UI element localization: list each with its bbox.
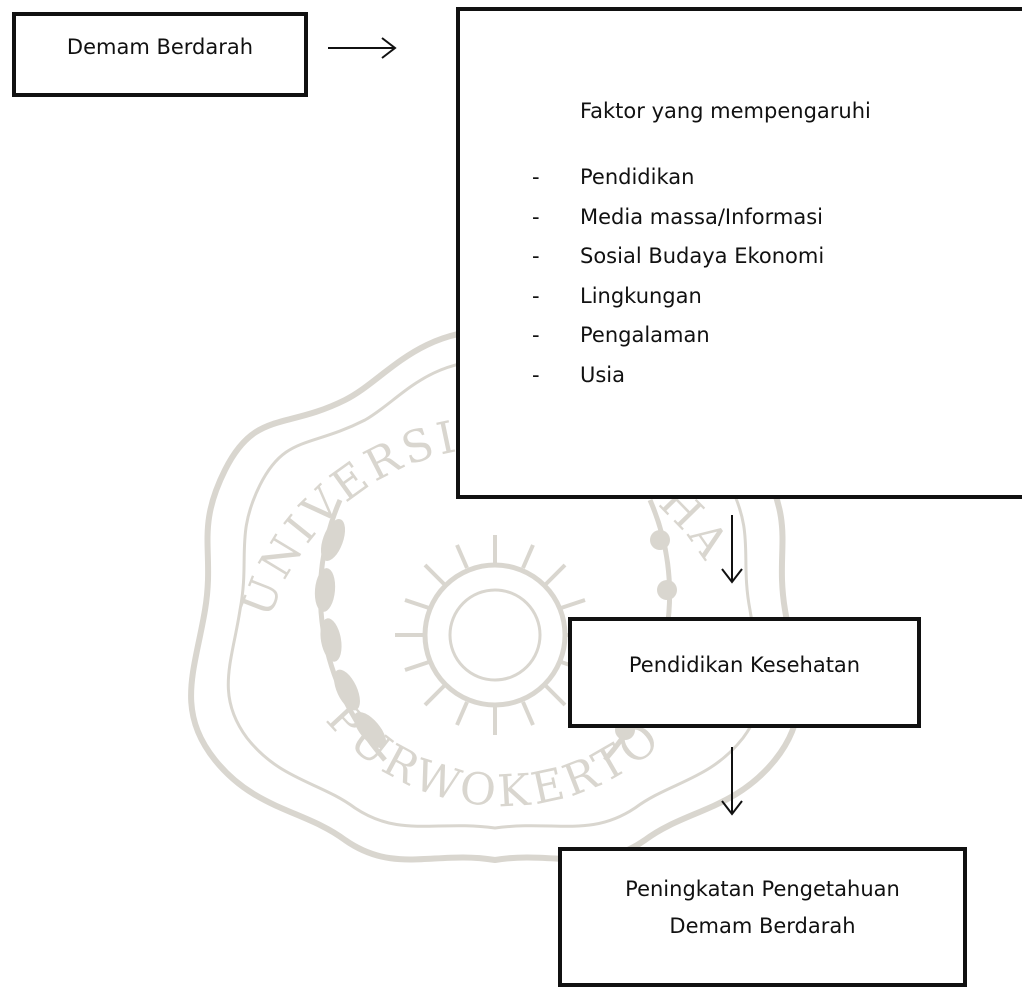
pendidikan-kesehatan-label: Pendidikan Kesehatan	[628, 653, 861, 677]
list-marker: -	[532, 323, 540, 347]
list-item: - Usia	[532, 356, 824, 396]
list-item-label: Sosial Budaya Ekonomi	[580, 244, 825, 268]
demam-berdarah-box: Demam Berdarah	[12, 12, 308, 97]
faktor-heading: Faktor yang mempengaruhi	[580, 99, 871, 123]
list-marker: -	[532, 165, 540, 189]
list-item: - Pendidikan	[532, 158, 824, 198]
list-item: - Media massa/Informasi	[532, 198, 824, 238]
arrow-right-icon	[328, 37, 397, 59]
peningkatan-line-1: Peningkatan Pengetahuan	[625, 877, 900, 901]
list-item-label: Pendidikan	[580, 165, 695, 189]
list-item-label: Pengalaman	[580, 323, 710, 347]
faktor-list: - Pendidikan - Media massa/Informasi - Sosi…	[532, 158, 824, 395]
arrow-down-icon	[721, 747, 743, 816]
arrow-down-icon	[721, 515, 743, 584]
list-marker: -	[532, 283, 540, 308]
list-marker: -	[532, 244, 540, 268]
peningkatan-pengetahuan-label: Peningkatan Pengetahuan Demam Berdarah	[562, 871, 963, 945]
faktor-box: Faktor yang mempengaruhi - Pendidikan - Me…	[456, 7, 1022, 499]
pendidikan-kesehatan-box: Pendidikan Kesehatan	[568, 617, 921, 728]
list-item: - Pengalaman	[532, 316, 824, 356]
peningkatan-line-2: Demam Berdarah	[669, 914, 856, 938]
peningkatan-pengetahuan-box: Peningkatan Pengetahuan Demam Berdarah	[558, 847, 967, 987]
list-item-label: Usia	[580, 362, 626, 387]
list-item-label: Lingkungan	[580, 283, 702, 308]
list-item: - Lingkungan	[532, 277, 824, 317]
list-marker: -	[532, 362, 540, 387]
list-item-label: Media massa/Informasi	[580, 204, 824, 229]
list-marker: -	[532, 204, 540, 229]
demam-berdarah-label: Demam Berdarah	[66, 35, 254, 59]
list-item: - Sosial Budaya Ekonomi	[532, 237, 824, 277]
